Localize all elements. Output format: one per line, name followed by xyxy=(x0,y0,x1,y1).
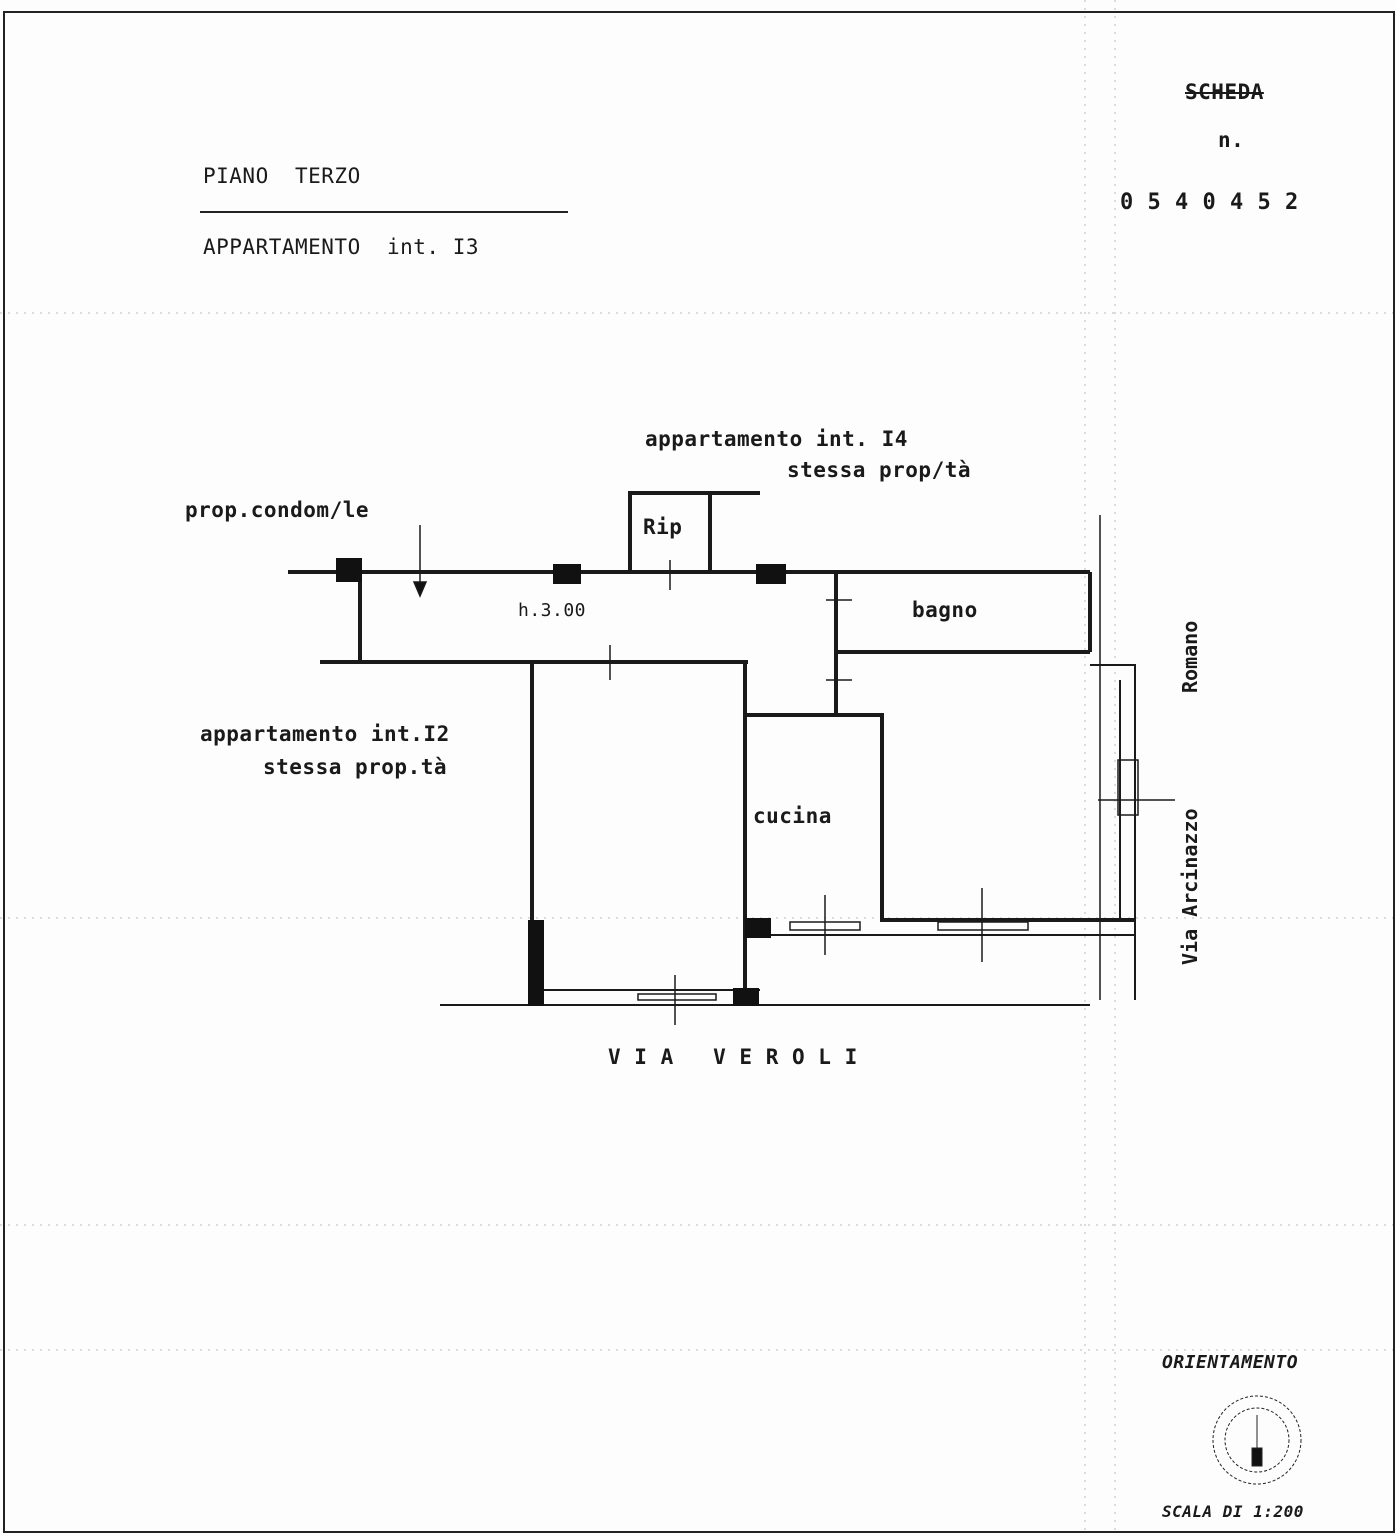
neighbor-top: appartamento int. I4 xyxy=(645,427,908,451)
floor-title: PIANO TERZO xyxy=(203,164,361,188)
height-label: h.3.00 xyxy=(518,600,587,621)
walls xyxy=(288,491,1136,1006)
sheet-n: n. xyxy=(1218,128,1245,152)
room-cucina: cucina xyxy=(753,804,832,828)
street-right-a: Via Arcinazzo xyxy=(1178,808,1202,965)
sheet-border xyxy=(3,11,1395,1533)
unit-title: APPARTAMENTO int. I3 xyxy=(203,235,480,259)
compass xyxy=(1212,1395,1302,1485)
orientation-label: ORIENTAMENTO xyxy=(1162,1352,1299,1373)
neighbor-left-owner: stessa prop.tà xyxy=(263,755,448,779)
scale-label: SCALA DI 1:200 xyxy=(1162,1502,1304,1521)
street-right-b: Romano xyxy=(1178,620,1202,693)
condo-label: prop.condom/le xyxy=(185,498,370,522)
pillars xyxy=(336,558,786,1006)
sheet-number: 0 5 4 0 4 5 2 xyxy=(1120,190,1299,215)
room-bagno: bagno xyxy=(912,598,978,622)
neighbor-left: appartamento int.I2 xyxy=(200,722,450,746)
room-rip: Rip xyxy=(643,515,683,539)
sheet-label: SCHEDA xyxy=(1185,80,1264,104)
neighbor-top-owner: stessa prop/tà xyxy=(787,458,972,482)
street-via-veroli: V I A V E R O L I xyxy=(608,1045,858,1069)
openings xyxy=(412,525,1175,1025)
